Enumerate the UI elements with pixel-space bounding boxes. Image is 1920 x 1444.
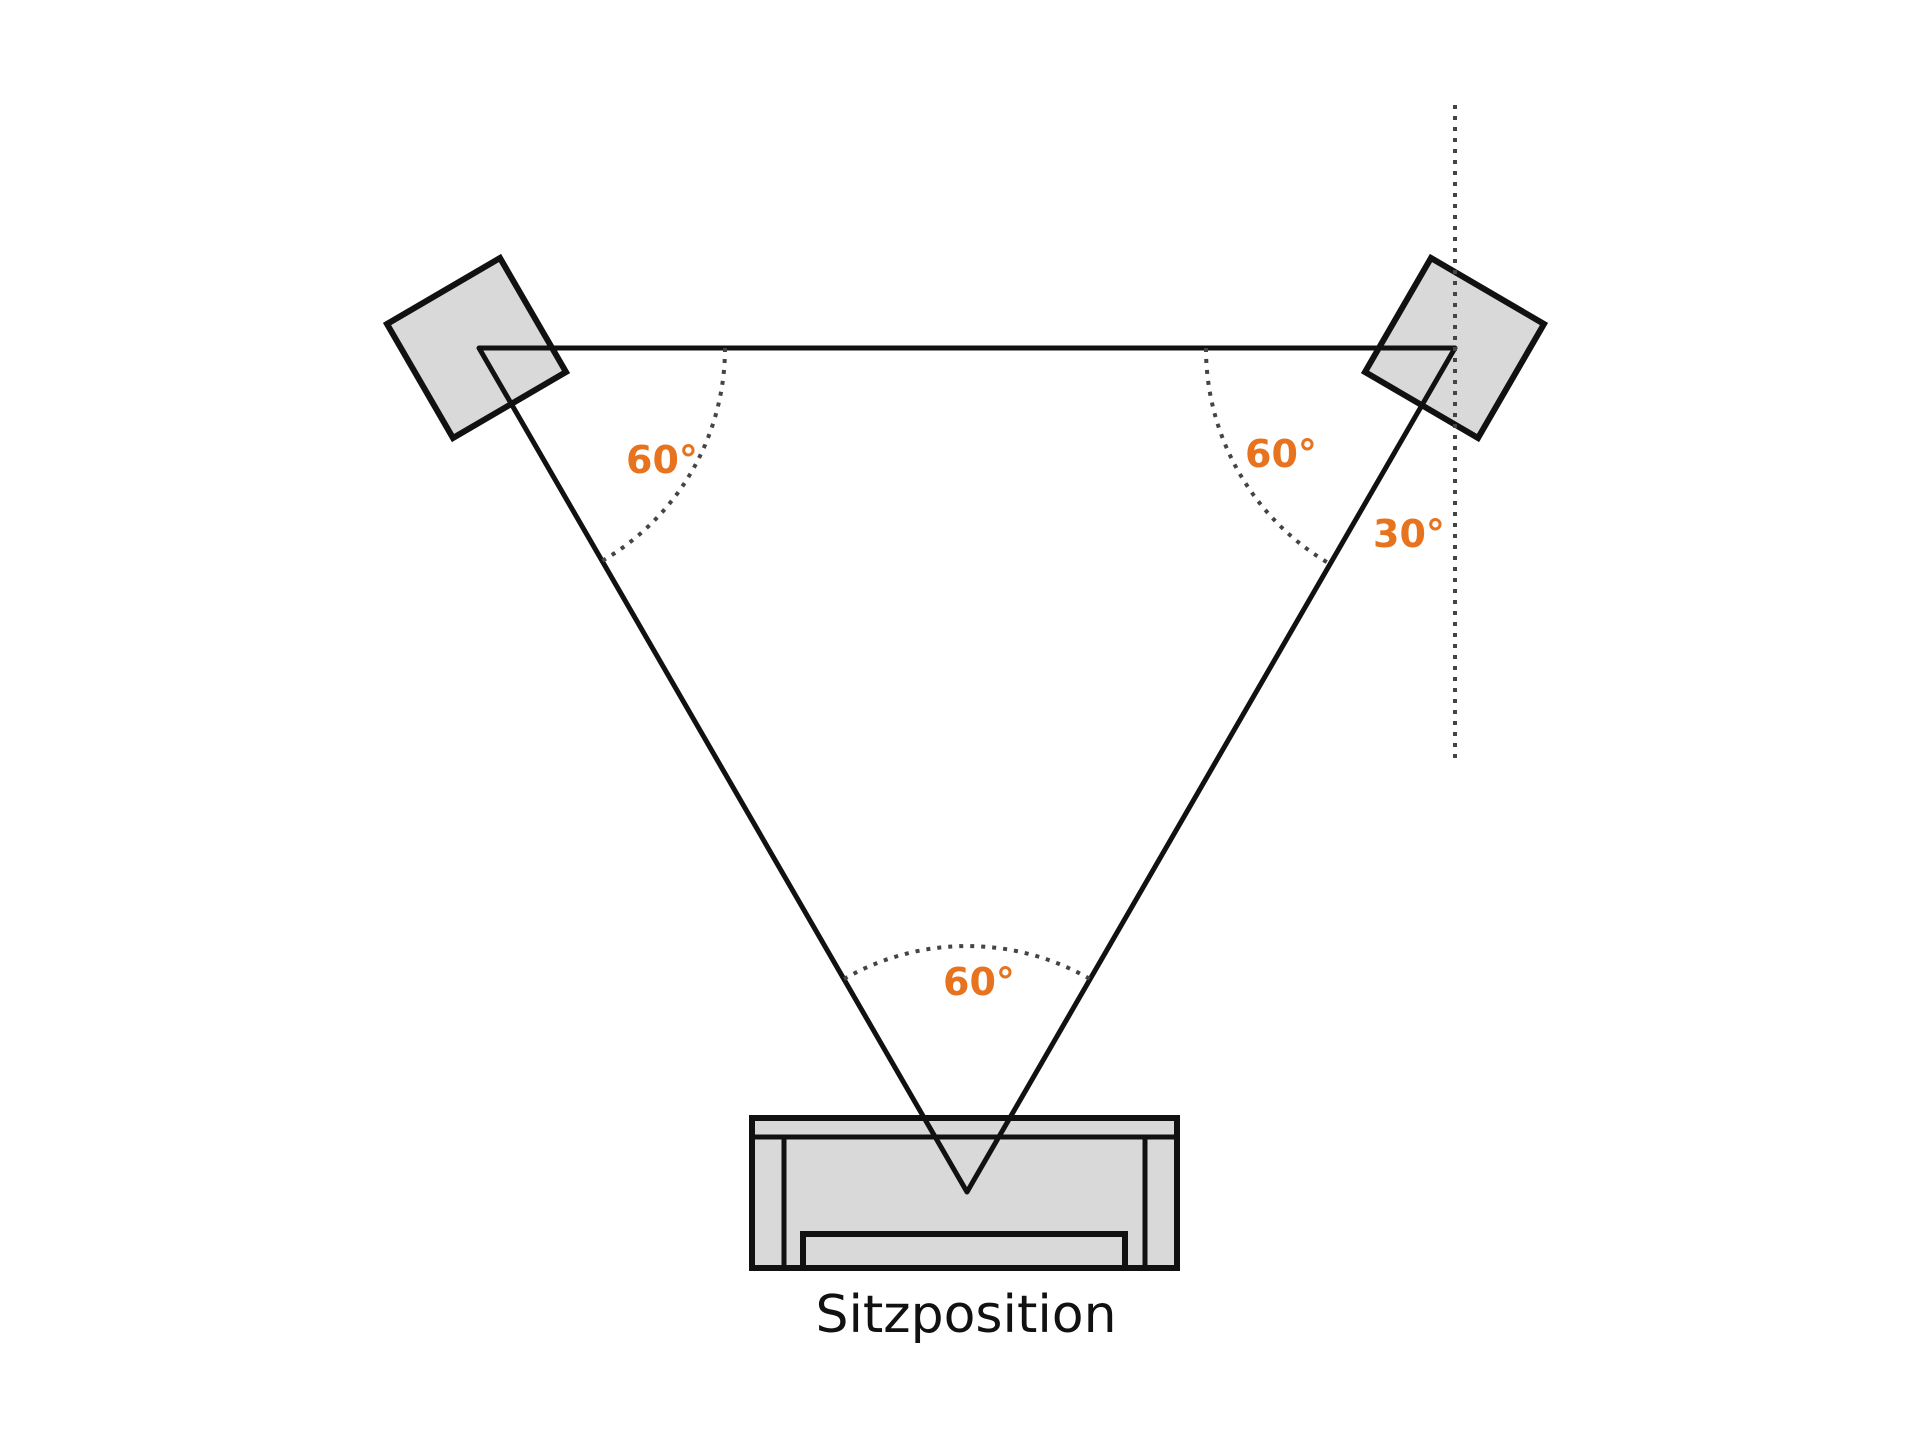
listening-triangle	[476, 345, 1458, 1195]
sofa	[749, 1115, 1180, 1271]
sofa-right-arm	[1142, 1134, 1180, 1271]
left-angle-arc	[600, 347, 727, 563]
angle-label-toe-in: 30°	[1373, 512, 1445, 556]
angle-label-bottom: 60°	[943, 960, 1015, 1004]
right-angle-arc	[1203, 347, 1332, 566]
bottom-angle-arc	[843, 944, 1091, 981]
sofa-seat-cushion	[800, 1231, 1128, 1271]
angle-label-right: 60°	[1245, 432, 1317, 476]
sofa-left-arm	[749, 1134, 787, 1271]
angle-label-left: 60°	[626, 438, 698, 482]
seat-caption: Sitzposition	[815, 1285, 1116, 1345]
